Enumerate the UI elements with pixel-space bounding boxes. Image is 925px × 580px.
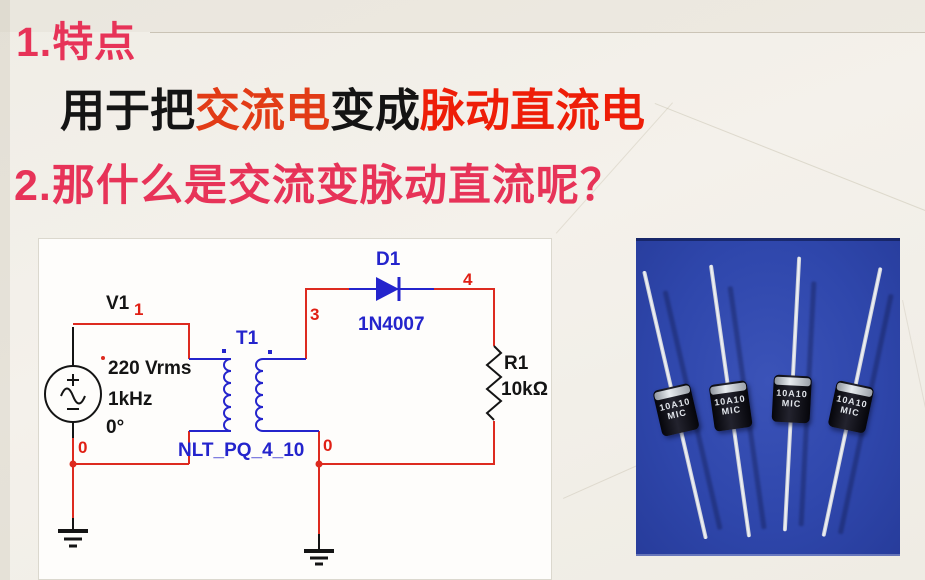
- transformer-symbol: [189, 349, 319, 432]
- desc-highlight-pulsating-dc: 脉动直流电: [420, 85, 646, 136]
- resistor-value: 10kΩ: [501, 379, 548, 400]
- feature-description: 用于把交流电变成脉动直流电: [60, 74, 645, 139]
- circuit-schematic: V1 1 220 Vrms 1kHz 0° 0 T1 NLT_PQ_4_10 0…: [38, 238, 552, 580]
- net-label-3: 3: [310, 305, 319, 324]
- label-anchor-dot: [101, 356, 105, 360]
- net-label-1: 1: [134, 300, 143, 319]
- schematic-svg: V1 1 220 Vrms 1kHz 0° 0 T1 NLT_PQ_4_10 0…: [44, 249, 548, 566]
- watermark-line: [150, 32, 925, 33]
- diode-body: 10A10 MIC: [708, 380, 753, 432]
- transformer-ref: T1: [236, 328, 259, 349]
- source-frequency: 1kHz: [108, 389, 152, 410]
- net-label-4: 4: [463, 270, 473, 289]
- transformer-model: NLT_PQ_4_10: [178, 440, 304, 461]
- cathode-band: [774, 376, 811, 387]
- junction-dot: [69, 460, 77, 468]
- resistor-symbol: [485, 345, 503, 421]
- diode-body: 10A10 MIC: [827, 379, 875, 434]
- source-voltage: 220 Vrms: [108, 358, 191, 379]
- source-phase: 0°: [106, 417, 124, 438]
- watermark-fan-edge: [654, 103, 925, 212]
- net-label-0-right: 0: [323, 436, 332, 455]
- watermark-top-band: [0, 0, 925, 32]
- junction-dot: [315, 460, 323, 468]
- diode-ref: D1: [376, 249, 401, 270]
- watermark-fan-edge: [902, 300, 925, 496]
- desc-highlight-ac: 交流电: [195, 85, 331, 136]
- watermark-left-strip: [0, 0, 10, 580]
- heading-feature: 1.特点: [16, 19, 137, 65]
- desc-text: 变成: [330, 85, 421, 136]
- phasing-dot: [222, 349, 226, 353]
- ground-symbol-right: [304, 534, 334, 566]
- diode-model: 1N4007: [358, 314, 425, 335]
- heading-question: 2.那什么是交流变脉动直流呢？: [14, 162, 624, 210]
- wires-red: [72, 288, 495, 534]
- net-label-0-left: 0: [78, 438, 87, 457]
- diode-body: 10A10 MIC: [652, 382, 700, 438]
- source-ref-label: V1: [106, 293, 130, 314]
- desc-text: 用于把: [60, 85, 196, 136]
- phasing-dot: [268, 350, 272, 354]
- ground-symbol-left: [58, 518, 88, 548]
- ac-source-symbol: [44, 327, 102, 438]
- diode-symbol: [349, 277, 434, 301]
- diode-marking-brand: MIC: [781, 397, 802, 409]
- diode-photo: 10A10 MIC 10A10 MIC: [636, 238, 900, 556]
- resistor-ref: R1: [504, 353, 529, 374]
- diode-body: 10A10 MIC: [771, 374, 812, 424]
